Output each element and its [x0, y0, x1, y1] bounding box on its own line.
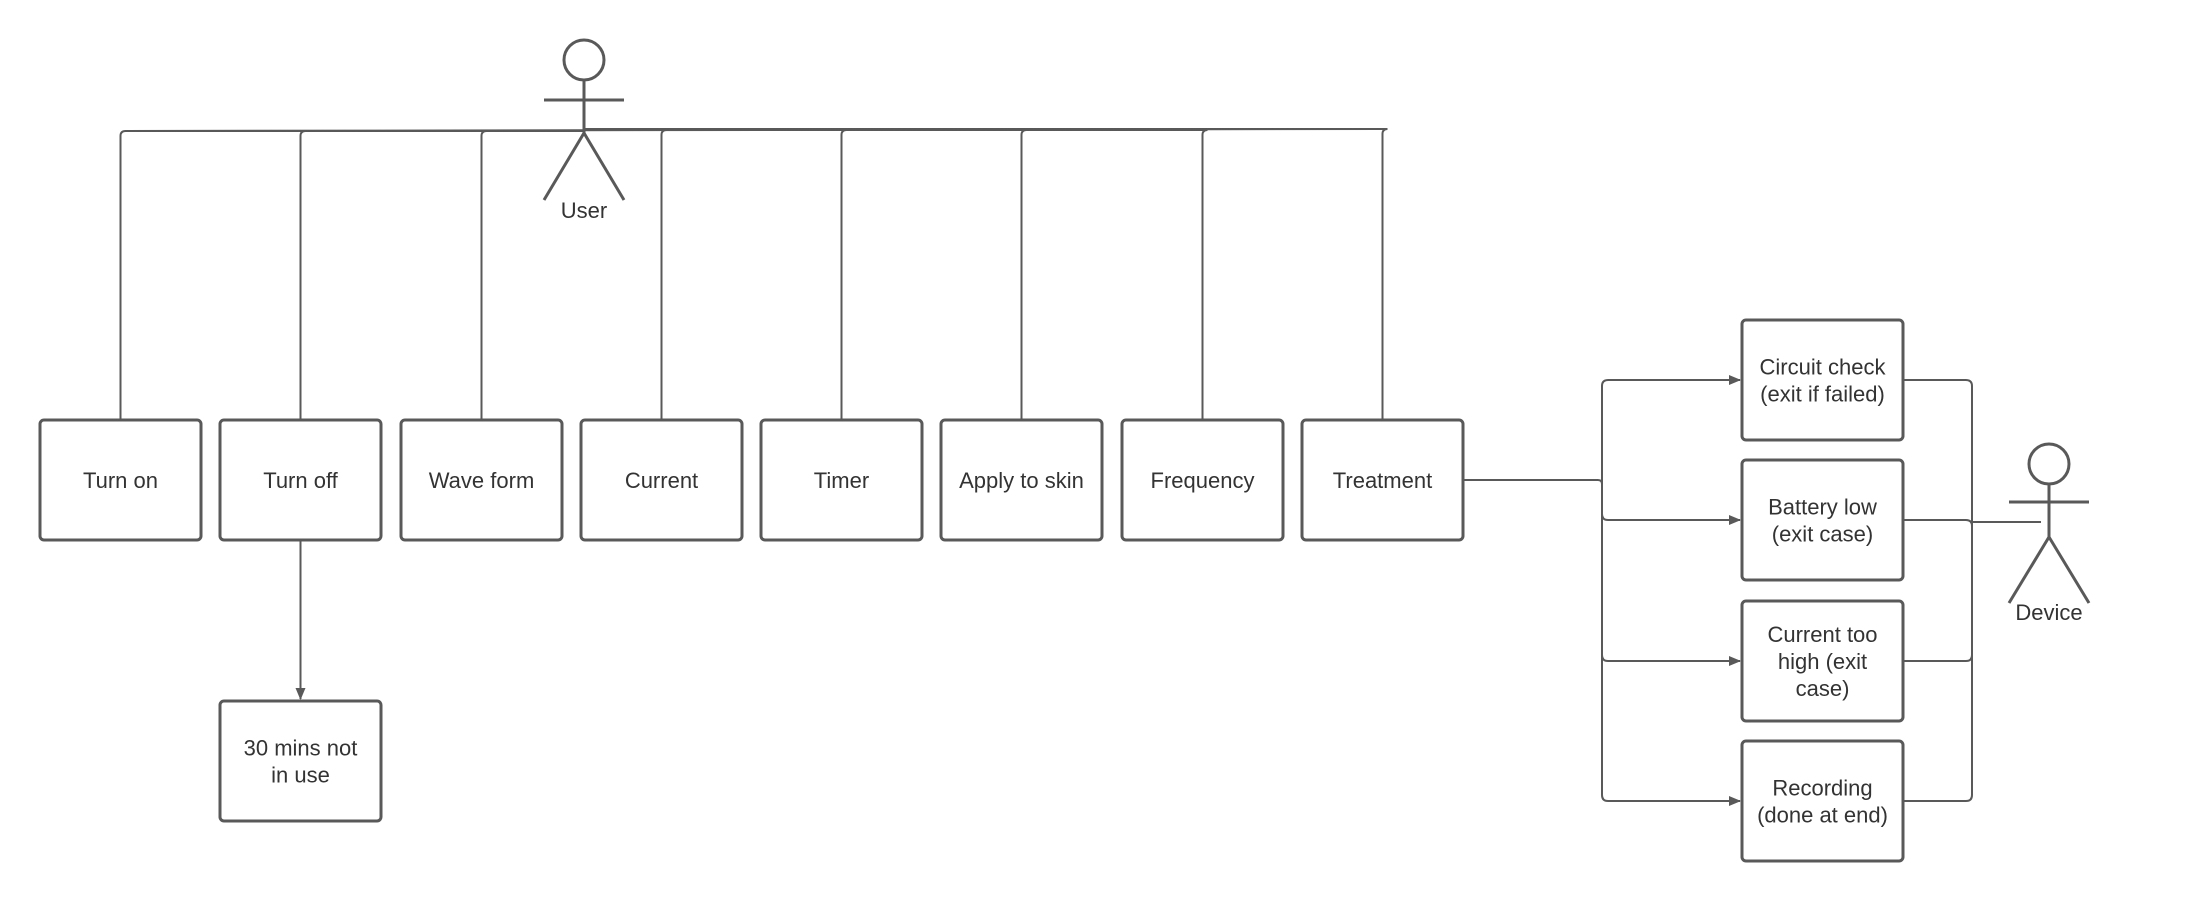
user-actor-head: [562, 38, 606, 82]
user-link-current: [584, 129, 667, 420]
use-case-circuit-check-exit-if-failed-label: Circuit check: [1760, 355, 1887, 380]
use-case-30-mins-not-in-use-label: 30 mins not: [244, 736, 358, 761]
user-link-turn-off: [299, 130, 584, 420]
treatment-branch-line: [1463, 479, 1603, 485]
device-actor: Device: [2007, 442, 2091, 625]
use-case-treatment-label: Treatment: [1333, 468, 1432, 493]
use-case-frequency-label: Frequency: [1151, 468, 1255, 493]
treatment-to-step-arrow-2: [1601, 480, 1741, 525]
use-case-wave-form-label: Wave form: [429, 468, 535, 493]
use-case-turn-on: Turn on: [38, 418, 203, 542]
step-to-device-link-3: [1903, 522, 1973, 662]
use-case-circuit-check-exit-if-failed: Circuit check(exit if failed): [1740, 318, 1905, 442]
use-case-treatment-frame: [1300, 418, 1465, 542]
use-case-turn-off-label: Turn off: [263, 468, 338, 493]
use-case-boxes: Turn on Turn off Wave form Current Timer Appl…: [38, 318, 1905, 863]
use-case-apply-to-skin-label: Apply to skin: [959, 468, 1084, 493]
treatment-to-step-arrow-1: [1601, 375, 1741, 480]
device-actor-left-leg: [2007, 536, 2051, 604]
step-to-device-link-2: [1903, 519, 1973, 527]
use-case-current-frame: [579, 418, 744, 542]
use-case-recording-done-at-end: Recording(done at end): [1740, 739, 1905, 863]
use-case-current-too-high-exit-case-frame: [1740, 599, 1905, 723]
use-case-battery-low-exit-case: Battery low(exit case): [1740, 458, 1905, 582]
user-link-turn-on: [119, 130, 584, 420]
user-link-treatment: [584, 128, 1388, 420]
use-case-apply-to-skin-frame: [939, 418, 1104, 542]
use-case-timer-label: Timer: [814, 468, 869, 493]
use-case-recording-done-at-end-frame: [1740, 739, 1905, 863]
use-case-circuit-check-exit-if-failed-label: (exit if failed): [1760, 382, 1885, 407]
use-case-apply-to-skin: Apply to skin: [939, 418, 1104, 542]
use-case-wave-form-frame: [399, 418, 564, 542]
user-actor-right-leg: [582, 132, 626, 201]
user-link-wave-form: [480, 130, 584, 420]
user-actor-left-leg: [542, 132, 586, 201]
connectors: [119, 128, 2041, 806]
use-case-battery-low-exit-case-label: (exit case): [1772, 522, 1873, 547]
device-actor-head: [2027, 442, 2071, 486]
use-case-battery-low-exit-case-frame: [1740, 458, 1905, 582]
treatment-to-step-arrow-4: [1601, 480, 1741, 806]
use-case-turn-off: Turn off: [218, 418, 383, 542]
user-link-frequency: [584, 129, 1208, 420]
use-case-current-too-high-exit-case-label: high (exit: [1778, 649, 1867, 674]
use-case-timer-frame: [759, 418, 924, 542]
use-case-30-mins-not-in-use-frame: [218, 699, 383, 823]
use-case-battery-low-exit-case-label: Battery low: [1768, 495, 1877, 520]
use-case-turn-off-frame: [218, 418, 383, 542]
use-case-30-mins-not-in-use-label: in use: [271, 763, 330, 788]
use-case-current-too-high-exit-case-label: Current too: [1767, 622, 1877, 647]
user-link-apply-to-skin: [584, 129, 1027, 420]
treatment-to-step-arrow-3: [1601, 480, 1741, 666]
use-case-timer: Timer: [759, 418, 924, 542]
use-case-frequency: Frequency: [1120, 418, 1285, 542]
use-case-wave-form: Wave form: [399, 418, 564, 542]
use-case-frequency-frame: [1120, 418, 1285, 542]
use-case-turn-on-label: Turn on: [83, 468, 158, 493]
step-to-device-link-4: [1903, 522, 1973, 802]
use-case-recording-done-at-end-label: (done at end): [1757, 803, 1888, 828]
step-to-device-link-1: [1903, 379, 1973, 522]
use-case-current: Current: [579, 418, 744, 542]
device-actor-right-leg: [2047, 536, 2091, 604]
device-actor-label: Device: [2015, 600, 2082, 625]
use-case-treatment: Treatment: [1300, 418, 1465, 542]
use-case-current-label: Current: [625, 468, 698, 493]
use-case-circuit-check-exit-if-failed-frame: [1740, 318, 1905, 442]
user-link-timer: [584, 129, 847, 420]
user-actor: User: [542, 38, 626, 223]
use-case-turn-on-frame: [38, 418, 203, 542]
use-case-recording-done-at-end-label: Recording: [1772, 776, 1872, 801]
user-bus-line: [125, 128, 1379, 132]
use-case-current-too-high-exit-case-label: case): [1796, 676, 1850, 701]
user-actor-label: User: [561, 198, 607, 223]
